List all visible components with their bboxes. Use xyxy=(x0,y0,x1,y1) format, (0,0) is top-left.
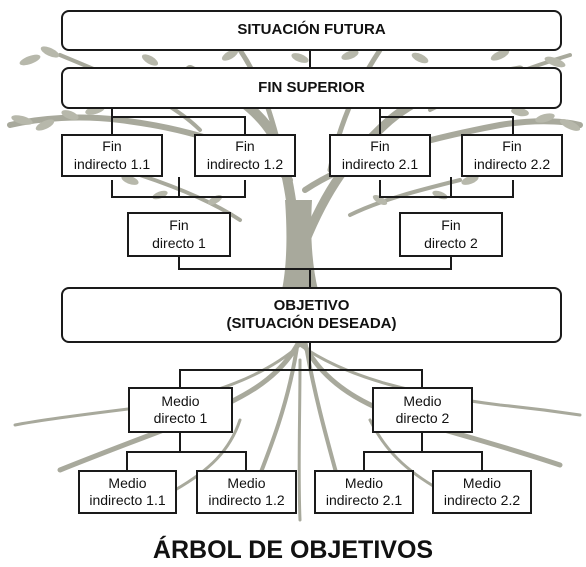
fin-directo-1-box: Fin directo 1 xyxy=(127,212,231,257)
tree-trunk xyxy=(282,200,318,290)
fin-superior-box: FIN SUPERIOR xyxy=(61,67,562,109)
situacion-futura-label: SITUACIÓN FUTURA xyxy=(237,21,386,39)
diagram-caption: ÁRBOL DE OBJETIVOS xyxy=(152,536,434,564)
medio-indirecto-1-1-box: Medio indirecto 1.1 xyxy=(78,470,177,514)
medio-indirecto-2-1-box: Medio indirecto 2.1 xyxy=(314,470,414,514)
situacion-futura-box: SITUACIÓN FUTURA xyxy=(61,10,562,51)
medio-directo-1-label: Medio directo 1 xyxy=(153,392,208,426)
fin-superior-label: FIN SUPERIOR xyxy=(258,78,365,96)
objetivo-label: OBJETIVO (SITUACIÓN DESEADA) xyxy=(226,296,397,332)
fin-directo-2-box: Fin directo 2 xyxy=(399,212,503,257)
fin-indirecto-2-2-label: Fin indirecto 2.2 xyxy=(473,138,551,172)
fin-indirecto-1-1-label: Fin indirecto 1.1 xyxy=(73,138,151,172)
fin-directo-2-label: Fin directo 2 xyxy=(424,217,478,251)
medio-directo-2-box: Medio directo 2 xyxy=(372,387,473,433)
medio-directo-2-label: Medio directo 2 xyxy=(395,392,450,426)
connector-lines xyxy=(111,51,514,470)
fin-indirecto-1-1-box: Fin indirecto 1.1 xyxy=(61,134,163,177)
medio-indirecto-1-2-label: Medio indirecto 1.2 xyxy=(208,474,285,508)
objetivo-box: OBJETIVO (SITUACIÓN DESEADA) xyxy=(61,287,562,343)
medio-indirecto-2-2-box: Medio indirecto 2.2 xyxy=(432,470,532,514)
fin-indirecto-2-1-label: Fin indirecto 2.1 xyxy=(341,138,419,172)
medio-indirecto-2-2-label: Medio indirecto 2.2 xyxy=(443,474,521,508)
fin-indirecto-1-2-label: Fin indirecto 1.2 xyxy=(206,138,284,172)
fin-indirecto-2-2-box: Fin indirecto 2.2 xyxy=(461,134,563,177)
fin-indirecto-1-2-box: Fin indirecto 1.2 xyxy=(194,134,296,177)
medio-indirecto-1-1-label: Medio indirecto 1.1 xyxy=(89,474,166,508)
medio-indirecto-2-1-label: Medio indirecto 2.1 xyxy=(325,474,403,508)
medio-directo-1-box: Medio directo 1 xyxy=(128,387,233,433)
fin-indirecto-2-1-box: Fin indirecto 2.1 xyxy=(329,134,431,177)
fin-directo-1-label: Fin directo 1 xyxy=(152,217,206,251)
medio-indirecto-1-2-box: Medio indirecto 1.2 xyxy=(196,470,297,514)
